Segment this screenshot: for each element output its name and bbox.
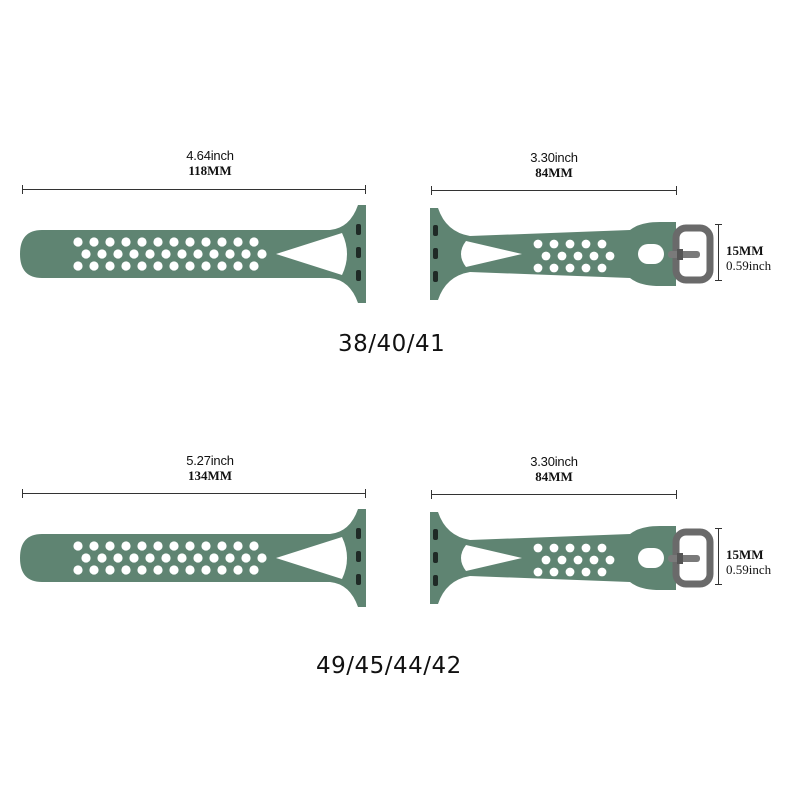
size-label-1: 38/40/41 [338,331,446,357]
long-strap-set-2 [20,509,366,607]
short-strap-set-2 [430,512,710,604]
short-strap-dimension-line-2 [431,490,677,499]
long-strap-dimension-line-1 [22,185,366,194]
long-strap-inch: 4.64inch [186,148,234,163]
long-strap-dimension-2: 5.27inch 134MM [160,453,260,484]
short-strap-mm: 84MM [535,469,573,484]
short-strap-inch: 3.30inch [530,454,578,469]
long-strap-dimension-1: 4.64inch 118MM [160,148,260,179]
width-dimension-1: 15MM 0.59inch [726,243,771,273]
short-strap-inch: 3.30inch [530,150,578,165]
long-strap-mm: 134MM [187,468,233,483]
long-strap-dimension-line-2 [22,489,366,498]
long-strap-set-1 [20,205,366,303]
short-strap-dimension-1: 3.30inch 84MM [504,150,604,181]
size-label-2: 49/45/44/42 [316,653,462,679]
width-inch: 0.59inch [726,562,772,577]
short-strap-dimension-2: 3.30inch 84MM [504,454,604,485]
long-strap-inch: 5.27inch [186,453,234,468]
width-dimension-2: 15MM 0.59inch [726,547,771,577]
width-inch: 0.59inch [726,258,772,273]
width-mm: 15MM [726,547,764,562]
short-strap-set-1 [430,208,710,300]
width-dimension-line-1 [715,224,722,281]
width-mm: 15MM [726,243,764,258]
long-strap-mm: 118MM [188,163,232,178]
short-strap-dimension-line-1 [431,186,677,195]
short-strap-mm: 84MM [535,165,573,180]
width-dimension-line-2 [715,528,722,585]
